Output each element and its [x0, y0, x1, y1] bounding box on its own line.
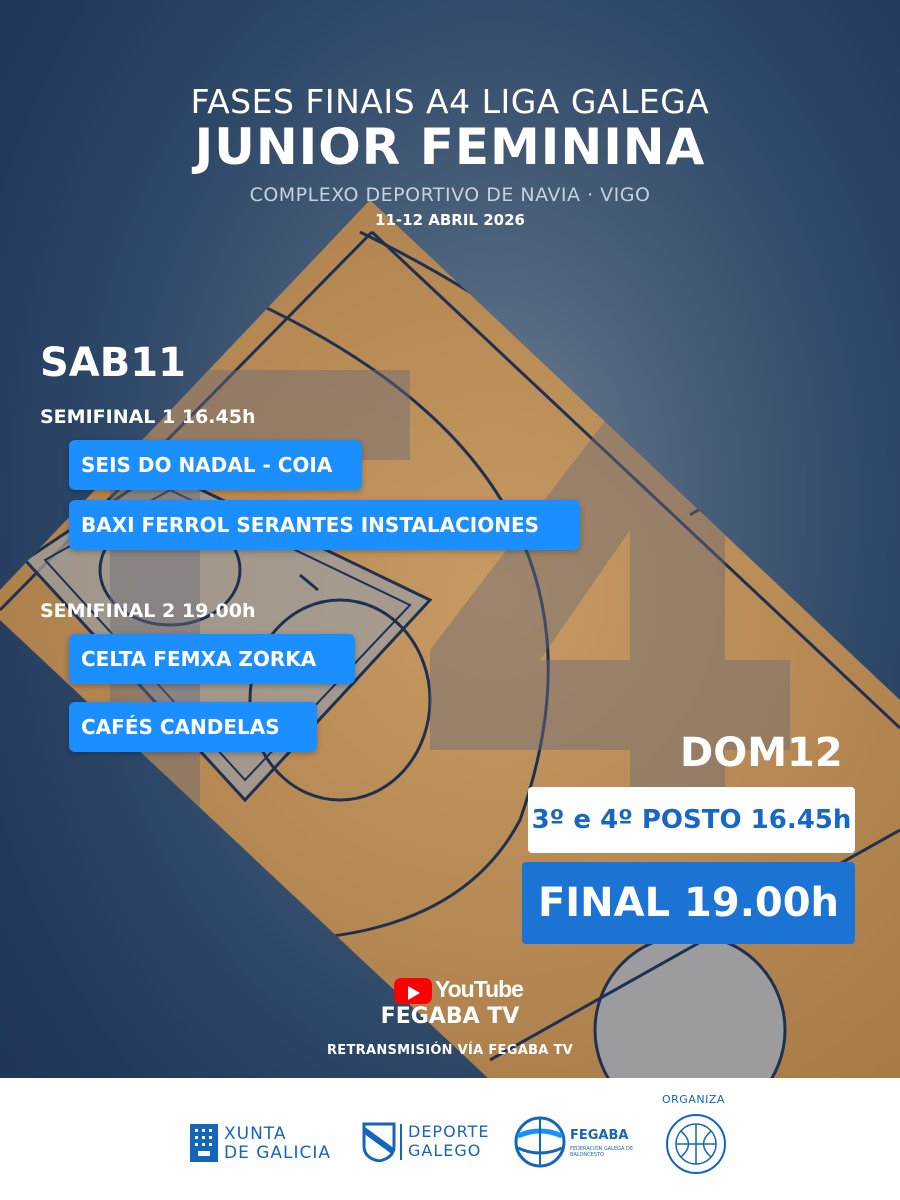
organizer-club-seal-icon: [666, 1114, 726, 1174]
xunta-text-line2: DE GALICIA: [224, 1143, 332, 1163]
fegaba-subtext: FEDERACIÓN GALEGA DE BALONCESTO: [570, 1146, 634, 1158]
title-line-1: FASES FINAIS A4 LIGA GALEGA: [190, 82, 710, 121]
fegaba-text: FEGABA: [570, 1128, 629, 1143]
deporte-galego-mark-icon: [362, 1122, 396, 1162]
youtube-logo[interactable]: YouTube: [394, 976, 524, 1004]
team-seis-do-nadal: SEIS DO NADAL - COIA: [69, 440, 362, 490]
youtube-wordmark: YouTube: [435, 976, 524, 1002]
final-box: FINAL 19.00h: [522, 862, 855, 944]
fegaba-ball-icon: [514, 1116, 566, 1168]
dates-text: 11-12 ABRIL 2026: [375, 211, 525, 229]
deporte-divider: [400, 1124, 402, 1160]
venue-text: COMPLEXO DEPORTIVO DE NAVIA · VIGO: [249, 184, 651, 206]
deporte-text-line2: GALEGO: [408, 1141, 482, 1160]
deporte-text-line1: DEPORTE: [408, 1122, 490, 1141]
sponsor-footer: ORGANIZA XUNTA DE GALICIA DEPOR: [0, 1078, 900, 1200]
sunday-label: DOM12: [680, 730, 843, 776]
team-cafes-candelas: CAFÉS CANDELAS: [69, 702, 317, 752]
youtube-play-icon: [394, 978, 432, 1004]
deporte-galego-logo: DEPORTE GALEGO: [362, 1122, 492, 1164]
title-line-2: JUNIOR FEMININA: [194, 118, 706, 176]
xunta-text-line1: XUNTA: [224, 1124, 287, 1144]
semifinal-1-label: SEMIFINAL 1 16.45h: [40, 406, 256, 428]
broadcast-note: RETRANSMISIÓN VÍA FEGABA TV: [326, 1043, 573, 1058]
semifinal-2-label: SEMIFINAL 2 19.00h: [40, 600, 256, 622]
saturday-label: SAB11: [40, 340, 186, 386]
organiza-label: ORGANIZA: [662, 1093, 725, 1106]
team-celta-femxa: CELTA FEMXA ZORKA: [69, 634, 355, 684]
third-place-box: 3º e 4º POSTO 16.45h: [528, 787, 855, 853]
xunta-crest-icon: [190, 1124, 218, 1162]
team-baxi-ferrol: BAXI FERROL SERANTES INSTALACIONES: [69, 500, 580, 550]
fegaba-logo: FEGABA FEDERACIÓN GALEGA DE BALONCESTO: [514, 1116, 634, 1170]
channel-name: FEGABA TV: [380, 1004, 520, 1029]
xunta-logo: XUNTA DE GALICIA: [190, 1124, 330, 1164]
